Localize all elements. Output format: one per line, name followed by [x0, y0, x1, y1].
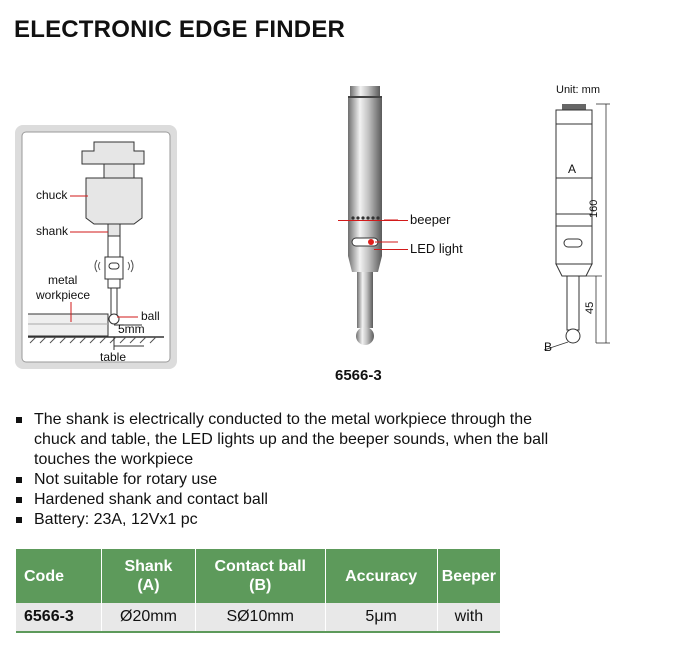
- header-code: Code: [16, 549, 102, 603]
- header-contact-ball: Contact ball(B): [195, 549, 326, 603]
- table-header-row: Code Shank(A) Contact ball(B) Accuracy B…: [16, 549, 500, 603]
- dimension-drawing: Unit: mm A B 160 45: [530, 82, 650, 357]
- cell-beeper: with: [437, 603, 500, 633]
- label-table: table: [100, 350, 127, 364]
- dim-a-label: A: [568, 162, 577, 176]
- feature-item: Not suitable for rotary use: [14, 470, 574, 490]
- usage-diagram-drawing: [15, 125, 177, 369]
- label-workpiece: workpiece: [36, 288, 91, 302]
- label-led-light: LED light: [410, 241, 463, 256]
- usage-diagram: chuck shank metal workpiece ball 5mm tab…: [14, 124, 178, 370]
- spec-table: Code Shank(A) Contact ball(B) Accuracy B…: [16, 549, 500, 633]
- model-number: 6566-3: [335, 367, 382, 384]
- beeper-leader: [338, 220, 408, 221]
- feature-item: The shank is electrically conducted to t…: [14, 410, 574, 470]
- dim-45-label: 45: [584, 301, 596, 314]
- feature-list: The shank is electrically conducted to t…: [14, 410, 574, 530]
- header-beeper: Beeper: [437, 549, 500, 603]
- page-title: ELECTRONIC EDGE FINDER: [14, 16, 346, 43]
- label-chuck: chuck: [36, 188, 68, 202]
- dim-b-label: B: [544, 340, 553, 354]
- unit-label: Unit: mm: [556, 84, 600, 96]
- dim-160-label: 160: [588, 199, 600, 218]
- feature-item: Battery: 23A, 12Vx1 pc: [14, 510, 574, 530]
- feature-item: Hardened shank and contact ball: [14, 490, 574, 510]
- label-metal: metal: [48, 273, 78, 287]
- dimension-drawing-lines: [543, 103, 610, 351]
- header-accuracy: Accuracy: [325, 549, 438, 603]
- led-leader: [374, 249, 408, 250]
- cell-contact-ball: SØ10mm: [195, 603, 326, 633]
- header-shank: Shank(A): [101, 549, 196, 603]
- edge-finder-photo: [348, 86, 408, 345]
- label-shank: shank: [36, 224, 69, 238]
- cell-shank: Ø20mm: [101, 603, 196, 633]
- label-beeper: beeper: [410, 212, 451, 227]
- cell-accuracy: 5μm: [325, 603, 438, 633]
- product-photo: [338, 80, 408, 355]
- table-row: 6566-3 Ø20mm SØ10mm 5μm with: [16, 603, 500, 633]
- label-gap: 5mm: [118, 322, 145, 336]
- label-ball: ball: [141, 309, 160, 323]
- cell-code: 6566-3: [16, 603, 102, 633]
